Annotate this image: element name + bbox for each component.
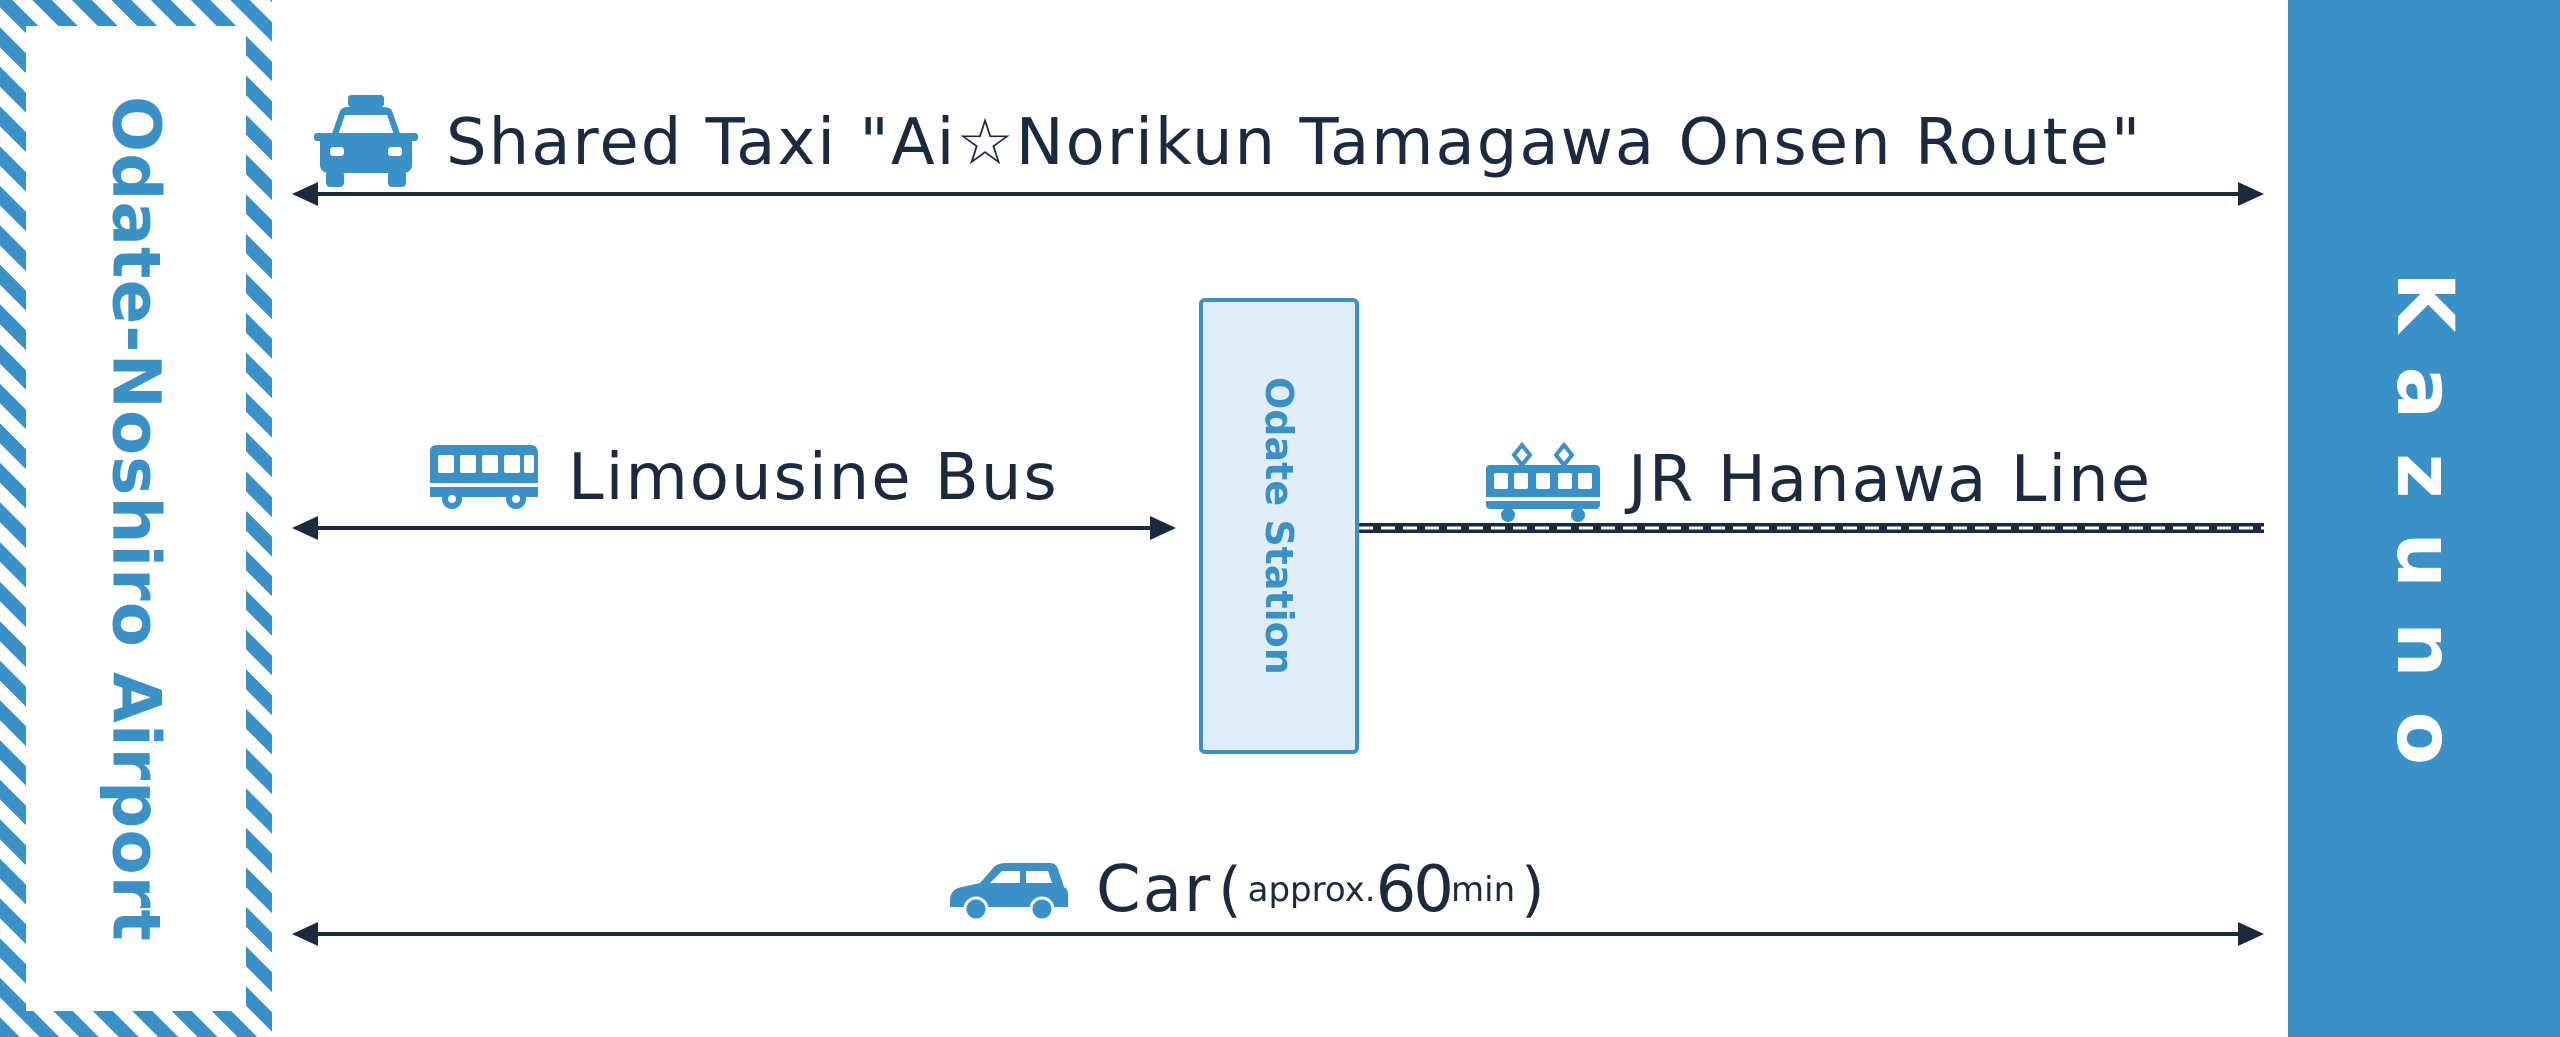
rail-route-label: JR Hanawa Line — [1484, 420, 2152, 540]
odate-station-box: Odate Station — [1199, 298, 1359, 754]
bus-route-arrow — [292, 516, 1176, 540]
odate-station-label: Odate Station — [1257, 377, 1301, 675]
bus-route-text: Limousine Bus — [568, 441, 1059, 515]
rail-route-text: JR Hanawa Line — [1628, 443, 2153, 517]
taxi-route-arrow — [292, 182, 2264, 206]
taxi-route-text: Shared Taxi "Ai☆Norikun Tamagawa Onsen R… — [446, 106, 2143, 180]
car-icon — [950, 863, 1068, 921]
car-approx-text: approx. — [1247, 870, 1376, 910]
destination-kazuno-label: Kazuno — [2379, 271, 2469, 800]
origin-airport-inner: Odate-Noshiro Airport — [26, 26, 246, 1011]
car-duration-unit: min — [1451, 870, 1516, 910]
car-duration-value: 60 — [1375, 853, 1454, 927]
car-route-text: Car — [1096, 853, 1213, 927]
origin-airport-label: Odate-Noshiro Airport — [97, 95, 175, 942]
bus-icon — [430, 445, 538, 509]
bus-route-label: Limousine Bus — [426, 418, 1059, 538]
car-route-arrow — [292, 922, 2264, 946]
car-open-paren: ( — [1218, 855, 1242, 925]
train-icon — [1486, 441, 1600, 522]
taxi-icon — [314, 95, 418, 187]
taxi-route-label: Shared Taxi "Ai☆Norikun Tamagawa Onsen R… — [312, 78, 2142, 208]
destination-kazuno-block: Kazuno — [2288, 0, 2560, 1037]
car-route-label: Car ( approx. 60 min ) — [946, 830, 1551, 950]
car-close-paren: ) — [1521, 855, 1545, 925]
origin-airport-block: Odate-Noshiro Airport — [0, 0, 272, 1037]
